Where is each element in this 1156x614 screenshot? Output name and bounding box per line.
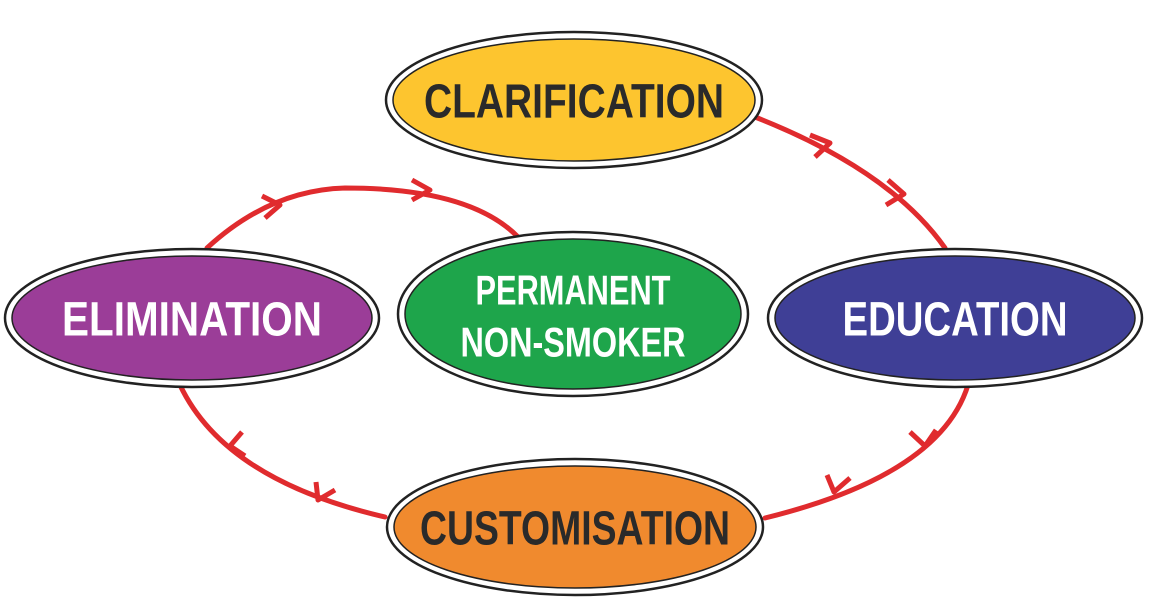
arrowhead <box>313 481 337 503</box>
node-customisation: CUSTOMISATION <box>385 457 765 597</box>
arrowhead <box>227 430 247 459</box>
arrowhead <box>809 132 833 159</box>
arrowhead <box>410 177 433 203</box>
arrowhead <box>824 474 852 495</box>
arrow-clarification-to-education <box>752 114 948 251</box>
arrowhead <box>884 178 907 208</box>
arrowhead <box>908 428 939 449</box>
arrow-education-to-customisation <box>762 382 971 521</box>
arrow-heads <box>227 132 939 503</box>
arrow-elimination-to-center <box>204 185 521 251</box>
node-label: EDUCATION <box>843 294 1068 347</box>
arrowhead <box>260 193 283 220</box>
connectors <box>177 114 971 521</box>
node-clarification: CLARIFICATION <box>384 30 764 170</box>
node-label: CLARIFICATION <box>424 76 724 129</box>
node-education: EDUCATION <box>766 247 1144 389</box>
arrow-customisation-to-elimination <box>177 382 388 520</box>
node-label-line-2: NON-SMOKER <box>461 319 686 366</box>
node-label: CUSTOMISATION <box>420 503 730 556</box>
node-permanent-non-smoker: PERMANENT NON-SMOKER <box>396 230 750 398</box>
node-label-line-1: PERMANENT <box>476 267 671 314</box>
node-label: ELIMINATION <box>62 294 322 347</box>
node-elimination: ELIMINATION <box>3 247 381 389</box>
